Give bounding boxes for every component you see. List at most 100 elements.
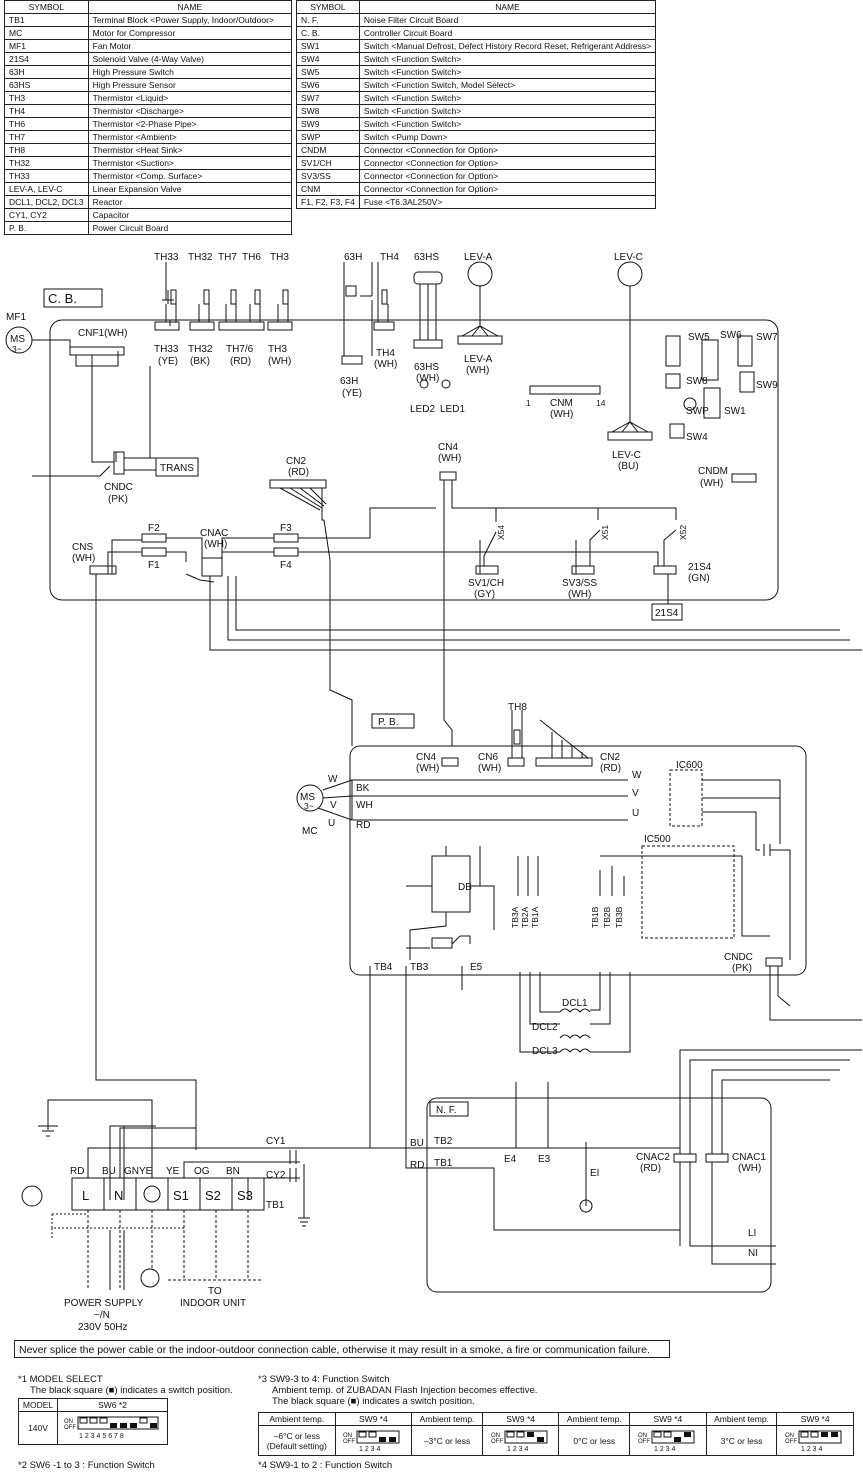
mc-v-label: V (330, 800, 337, 811)
terminal-s3: S3 (237, 1188, 253, 1203)
ambient-temp-table: Ambient temp. SW9 *4 Ambient temp. SW9 *… (258, 1412, 854, 1456)
earth-symbol-right (298, 1217, 310, 1227)
cns-color: (WH) (72, 553, 95, 564)
e3-label: E3 (538, 1154, 551, 1165)
terminal-n: N (114, 1188, 123, 1203)
leva-motor (467, 261, 493, 287)
sv3-label: SV3/SS (562, 578, 597, 589)
th7-label: TH7 (218, 252, 237, 263)
cnac-color: (WH) (204, 539, 227, 550)
terminal-s1: S1 (173, 1188, 189, 1203)
thermistor-th33 (165, 289, 177, 322)
sw9-header: SW9 *4 (629, 1412, 707, 1426)
tb3-label: TB3 (410, 962, 429, 973)
sv3-connector (571, 565, 595, 575)
reactor-dcl3 (559, 1048, 591, 1053)
mf1-label: MF1 (6, 312, 26, 323)
cndc-pb-color: (PK) (732, 963, 752, 974)
svg-text:OFF: OFF (491, 1439, 503, 1445)
th33-label: TH33 (154, 252, 179, 263)
sw6-label: SW6 (720, 330, 742, 341)
th4-conn-label: TH4 (376, 348, 395, 359)
ic600-module (669, 769, 703, 827)
pb-v-label: V (632, 788, 639, 799)
e5-label: E5 (470, 962, 483, 973)
earth-symbol-bottom (140, 1268, 160, 1288)
tb1b-label: TB1B (590, 906, 600, 928)
th76-color: (RD) (230, 356, 251, 367)
cn2-label: CN2 (286, 456, 306, 467)
f1-label: F1 (148, 560, 160, 571)
th32-conn-label: TH32 (188, 344, 213, 355)
svg-text:ON: ON (638, 1433, 647, 1439)
wire-bk-label: BK (356, 783, 370, 794)
th3-color: (WH) (268, 356, 291, 367)
cndm-color: (WH) (700, 478, 723, 489)
wire-bu-tb1: BU (102, 1166, 116, 1177)
leva-color: (WH) (466, 365, 489, 376)
legend-symbol: P. B. (4, 221, 89, 235)
mc-ms-label: MS (300, 792, 315, 803)
mf1-3phase-label: 3~ (12, 344, 22, 354)
cn2-pb-color: (RD) (600, 763, 621, 774)
sw8-switch (665, 373, 681, 389)
leva-conn-label: LEV-A (464, 354, 493, 365)
model-value: 140V (18, 1411, 58, 1445)
th33-conn-label: TH33 (154, 344, 179, 355)
wire-rd-label: RD (356, 820, 370, 831)
cnm-pin-1: 1 (526, 398, 531, 408)
21s4-valve-label: 21S4 (655, 608, 679, 619)
63h-switch (345, 285, 357, 297)
th3-conn-label: TH3 (268, 344, 287, 355)
cns-connector (89, 565, 117, 575)
tb3a-label: TB3A (510, 906, 520, 928)
th4-color: (WH) (374, 359, 397, 370)
cnac2-label: CNAC2 (636, 1152, 670, 1163)
leva-connector (457, 335, 503, 345)
ni-label: NI (748, 1248, 758, 1259)
cnm-label: CNM (550, 398, 573, 409)
cndc-connector (113, 451, 125, 475)
sw1-label: SW1 (724, 406, 746, 417)
amb-value-2: –3°C or less (411, 1425, 483, 1456)
indoor-unit-label: INDOOR UNIT (180, 1298, 246, 1309)
63hs-label: 63HS (414, 252, 439, 263)
th8-label: TH8 (508, 702, 527, 713)
cn2-color: (RD) (288, 467, 309, 478)
f2-label: F2 (148, 523, 160, 534)
cnm-pin-14: 14 (596, 398, 606, 408)
earth-symbol-top (38, 1125, 58, 1137)
to-label: TO (208, 1286, 222, 1297)
li-label: LI (748, 1228, 756, 1239)
cn6-label: CN6 (478, 752, 498, 763)
amb-header: Ambient temp. (558, 1412, 631, 1426)
db-label: DB (458, 882, 472, 893)
thermistor-th4 (377, 262, 389, 322)
mc-3phase-label: 3~ (304, 801, 314, 811)
nf-label: N. F. (436, 1105, 457, 1116)
cndc-pb-label: CNDC (724, 952, 753, 963)
power-supply-type: ~/N (94, 1310, 110, 1321)
amb-value-text: –6°C or less (273, 1430, 320, 1441)
dcl1-label: DCL1 (562, 998, 588, 1009)
default-setting: (Default setting) (266, 1440, 327, 1451)
fuse-f4 (273, 547, 299, 557)
cn6-connector-pb (507, 757, 525, 767)
dip-switch-icon: ON OFF 1 2 3 4 5 6 7 8 (64, 1416, 158, 1440)
sw9-header: SW9 *4 (776, 1412, 854, 1426)
led1-symbol (441, 379, 451, 389)
svg-text:1 2 3 4: 1 2 3 4 (801, 1446, 823, 1453)
cnf1-connector (69, 346, 125, 356)
cn4-label: CN4 (438, 442, 458, 453)
cn2-pb-label: CN2 (600, 752, 620, 763)
sw6-setting: ON OFF 1 2 3 4 5 6 7 8 (57, 1411, 168, 1445)
swp-label: SWP (686, 406, 709, 417)
ic500-label: IC500 (644, 834, 671, 845)
